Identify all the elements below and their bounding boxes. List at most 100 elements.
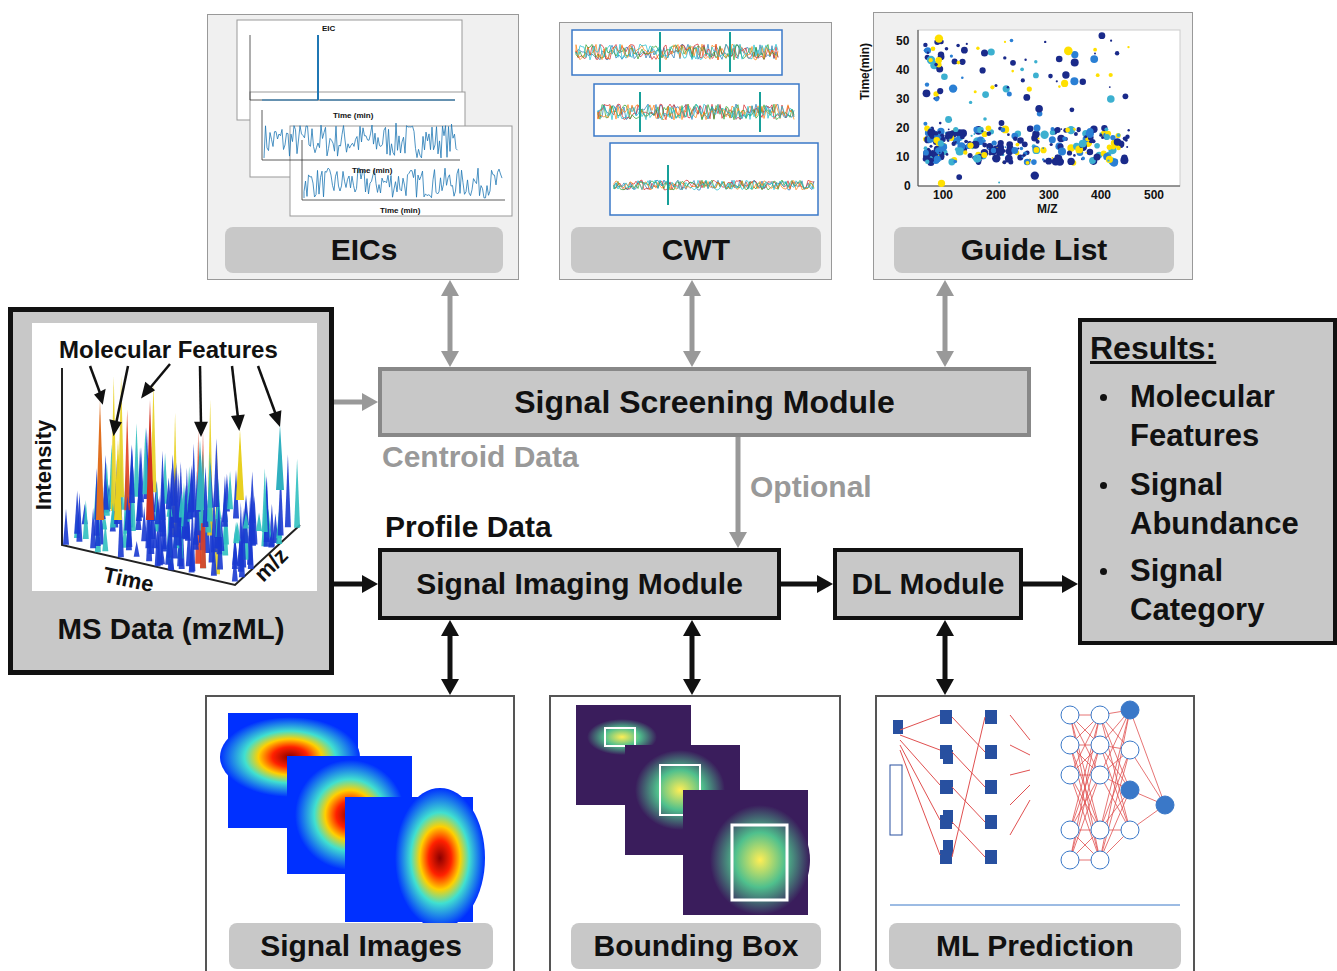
stroke	[941, 158, 943, 160]
eic-plots	[237, 20, 512, 216]
stroke	[1004, 41, 1006, 43]
stroke	[1091, 766, 1109, 784]
stroke	[729, 32, 731, 72]
connector-line	[690, 634, 695, 681]
stroke	[1116, 133, 1121, 138]
stroke	[576, 44, 778, 60]
stroke	[939, 152, 941, 154]
stroke	[1087, 128, 1094, 135]
panel-label: Guide List	[894, 227, 1174, 273]
stroke	[576, 44, 778, 60]
stroke	[1052, 157, 1054, 159]
connector-arrow	[936, 620, 954, 695]
stroke	[1085, 152, 1087, 154]
node-text: Signal Category	[1130, 552, 1330, 630]
plot-ground	[32, 323, 317, 591]
stroke	[900, 735, 985, 787]
stroke	[1011, 147, 1018, 154]
stroke	[981, 50, 988, 57]
stroke	[285, 454, 291, 527]
stroke	[988, 152, 991, 155]
axis-tick: 10	[896, 150, 909, 164]
stroke	[1008, 160, 1013, 165]
stroke	[598, 104, 794, 120]
panel-ground	[8, 307, 334, 675]
stroke	[166, 477, 172, 509]
signal-images	[220, 713, 485, 928]
axis-tick: 500	[1144, 188, 1164, 202]
stroke	[114, 440, 122, 520]
box-label: Signal Imaging Module	[416, 567, 743, 601]
axis-tick: 30	[896, 92, 909, 106]
stroke	[102, 522, 108, 552]
stroke	[941, 74, 948, 81]
stroke	[1040, 131, 1048, 139]
arrowhead	[362, 393, 378, 411]
stroke	[1091, 706, 1109, 724]
stroke	[1022, 141, 1028, 147]
stroke	[576, 44, 778, 60]
stroke	[1115, 51, 1119, 55]
stroke	[1042, 147, 1044, 149]
stroke	[1010, 800, 1030, 835]
stroke	[1031, 159, 1037, 165]
process-box: Signal Screening Module	[378, 367, 1031, 437]
stroke	[155, 496, 161, 524]
stroke	[1128, 129, 1130, 131]
stroke	[940, 815, 952, 829]
panel-label: EICs	[225, 227, 503, 273]
stroke	[1059, 159, 1064, 164]
stroke	[938, 140, 944, 146]
stroke	[986, 126, 992, 132]
stroke	[1090, 55, 1098, 63]
stroke	[667, 165, 669, 205]
stroke	[1100, 750, 1130, 860]
stroke	[598, 104, 794, 120]
stroke	[946, 153, 949, 156]
stroke	[924, 48, 928, 52]
stroke	[982, 143, 987, 148]
stroke	[1121, 741, 1139, 759]
connector-line	[334, 582, 364, 587]
stroke	[998, 182, 1000, 184]
stroke	[930, 158, 934, 162]
leader-arrows	[90, 364, 280, 434]
connector-line	[943, 294, 948, 353]
stroke	[124, 496, 130, 530]
stroke	[172, 523, 178, 558]
stroke	[973, 156, 977, 160]
stroke	[160, 504, 166, 536]
stroke	[1117, 133, 1121, 137]
panel-box: EICs	[207, 14, 519, 280]
stroke	[129, 446, 135, 503]
stroke	[990, 85, 994, 89]
stroke	[598, 104, 794, 120]
stroke	[1096, 73, 1100, 77]
stroke	[982, 131, 987, 136]
stroke	[1027, 87, 1032, 92]
stroke	[264, 123, 458, 158]
stroke	[1052, 157, 1060, 165]
stroke	[1061, 851, 1079, 869]
stroke	[146, 400, 154, 520]
stroke	[1032, 131, 1039, 138]
connector-arrow	[1023, 575, 1078, 593]
panel-box: Results:Molecular FeaturesSignal Abundan…	[1078, 318, 1337, 645]
stroke	[1055, 127, 1061, 133]
stroke	[974, 133, 976, 135]
bullet	[1100, 568, 1107, 575]
connector-arrow	[936, 280, 954, 367]
stroke	[1027, 125, 1034, 132]
stroke	[294, 459, 300, 528]
stroke	[977, 127, 984, 134]
stroke	[925, 82, 929, 86]
stroke	[1048, 74, 1053, 79]
stroke	[1070, 107, 1075, 112]
stroke	[1067, 150, 1072, 155]
connector-arrow	[683, 280, 701, 367]
stroke	[973, 155, 981, 163]
stroke	[945, 135, 950, 140]
connector-arrow	[683, 620, 701, 695]
arrowhead	[441, 280, 459, 296]
stroke	[940, 133, 944, 137]
